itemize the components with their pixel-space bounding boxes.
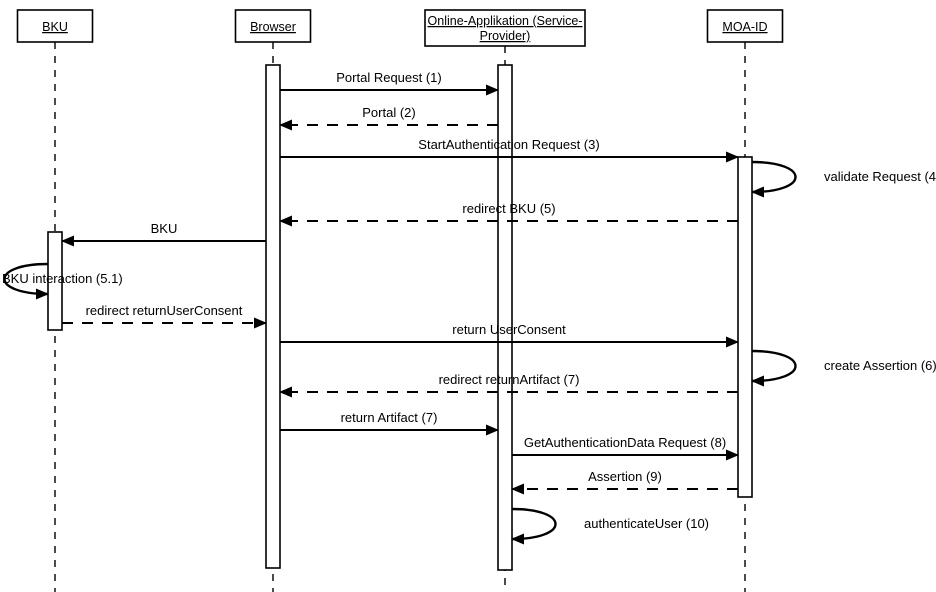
- self-message-5.1: [3, 262, 49, 300]
- message-label-8: GetAuthenticationData Request (8): [524, 435, 726, 450]
- message-label-6b: redirect returnUserConsent: [86, 303, 243, 318]
- message-label-5.1: BKU interaction (5.1): [2, 271, 123, 286]
- lifeline-head-bku[interactable]: [16, 9, 94, 43]
- self-message-10: [511, 507, 557, 545]
- self-message-6: [751, 349, 797, 387]
- message-label-2: Portal (2): [362, 105, 415, 120]
- message-label-4: validate Request (4): [824, 169, 936, 184]
- message-label-9: Assertion (9): [588, 469, 662, 484]
- message-label-6c: return UserConsent: [452, 322, 566, 337]
- activation-bar-bku: [47, 231, 63, 331]
- lifeline-label-oa: Online-Applikation (Service-: [428, 14, 583, 28]
- lifeline-head-oa[interactable]: [424, 9, 586, 47]
- messages-layer: Portal Request (1) Portal (2) StartAuthent…: [2, 70, 936, 545]
- lifeline-label-browser: Browser: [250, 20, 296, 34]
- message-label-7: redirect returnArtifact (7): [439, 372, 580, 387]
- message-label-5: redirect BKU (5): [462, 201, 555, 216]
- activations-layer: [47, 64, 753, 571]
- message-label-3: StartAuthentication Request (3): [418, 137, 599, 152]
- message-label-10: authenticateUser (10): [584, 516, 709, 531]
- activation-bar-moaid: [737, 156, 753, 498]
- lifeline-heads-layer: BKU Browser Online-Applikation (Service-Pr…: [16, 9, 784, 47]
- lifeline-label2-oa: Provider): [480, 29, 531, 43]
- lifeline-head-browser[interactable]: [234, 9, 312, 43]
- message-label-7b: return Artifact (7): [341, 410, 438, 425]
- message-label-6: create Assertion (6): [824, 358, 936, 373]
- lifeline-head-moaid[interactable]: [706, 9, 784, 43]
- message-label-1: Portal Request (1): [336, 70, 442, 85]
- lifeline-label-bku: BKU: [42, 20, 68, 34]
- activation-bar-oa: [497, 64, 513, 571]
- activation-bar-browser: [265, 64, 281, 569]
- lifeline-label-moaid: MOA-ID: [722, 20, 767, 34]
- self-message-4: [751, 160, 797, 198]
- message-label-5b: BKU: [151, 221, 178, 236]
